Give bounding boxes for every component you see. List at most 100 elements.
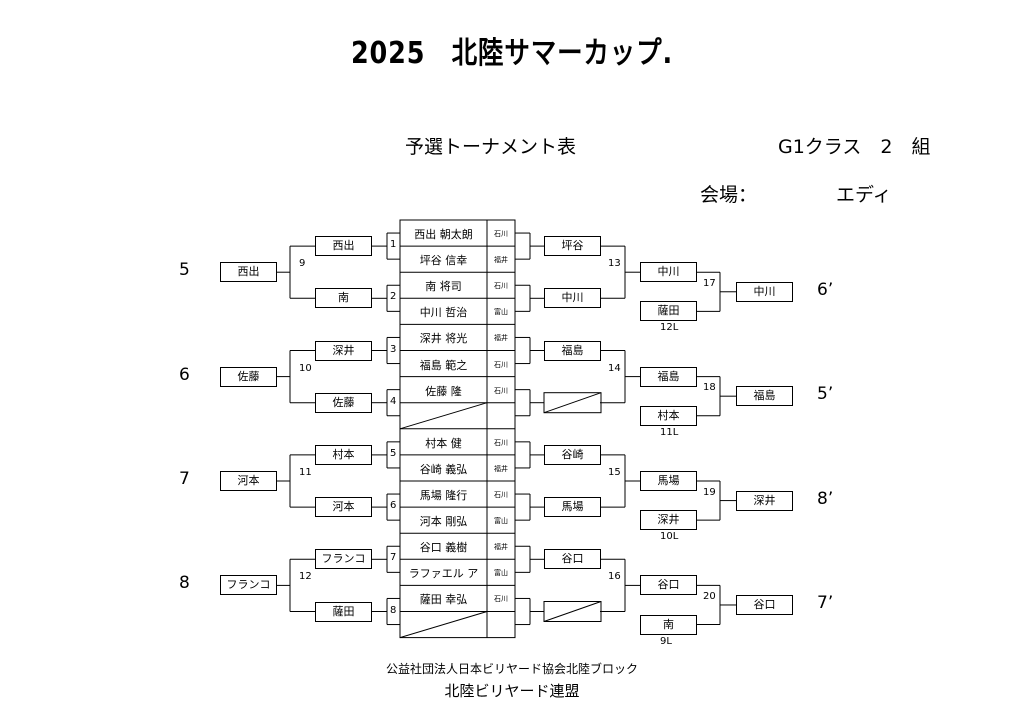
winner-box: 谷口 — [736, 594, 793, 615]
right-round1-box: 福島 — [544, 340, 601, 361]
bye-slash — [399, 611, 488, 639]
match-number: 1 — [390, 239, 397, 251]
left-final-box: 西出 — [220, 262, 277, 283]
loser-source-label: 9L — [660, 635, 672, 647]
left-round1-box: 河本 — [315, 497, 372, 518]
seed-number: 5 — [179, 260, 190, 281]
place-label: 6’ — [817, 279, 834, 300]
left-round1-box: 村本 — [315, 444, 372, 465]
winner-box: 福島 — [736, 386, 793, 407]
player-name: 谷崎 義弘 — [419, 462, 468, 476]
loser-source-label: 12L — [660, 322, 679, 334]
player-prefecture: 石川 — [494, 491, 508, 499]
left-round1-box: 西出 — [315, 236, 372, 257]
player-prefecture: 福井 — [494, 256, 508, 265]
final-match-number: 17 — [703, 277, 716, 289]
place-label: 5’ — [817, 384, 834, 405]
left-round1-box: 薩田 — [315, 601, 372, 622]
left-final-box: フランコ — [220, 575, 277, 596]
player-name: 谷口 義樹 — [419, 541, 468, 555]
venue-label: 会場： — [700, 184, 758, 206]
right-round1-box: 中川 — [544, 288, 601, 309]
player-name: 佐藤 隆 — [425, 384, 462, 398]
match-number: 5 — [390, 447, 397, 459]
loser-box: 村本 — [640, 405, 697, 426]
right-round1-box: 馬場 — [544, 497, 601, 518]
player-name: 福島 範之 — [419, 358, 468, 372]
left-round1-box: 南 — [315, 288, 372, 309]
seed-number: 6 — [179, 364, 190, 385]
left-match-number: 10 — [299, 362, 312, 374]
left-match-number: 11 — [299, 467, 312, 478]
loser-source-label: 10L — [660, 531, 679, 543]
seed-number: 7 — [179, 469, 190, 489]
player-prefecture: 富山 — [494, 517, 508, 526]
subtitle: 予選トーナメント表 — [405, 136, 577, 158]
player-name: 坪谷 信幸 — [419, 254, 468, 268]
right-round1-box: 谷口 — [544, 549, 601, 570]
player-prefecture: 石川 — [494, 595, 508, 604]
player-name: 深井 将光 — [419, 332, 468, 346]
right-semifinal-box: 馬場 — [640, 471, 697, 491]
final-match-number: 19 — [703, 486, 716, 498]
match-number: 7 — [390, 552, 397, 564]
footer-org: 公益社団法人日本ビリヤード協会北陸ブロック — [385, 662, 638, 676]
left-round1-box: フランコ — [315, 549, 372, 570]
player-name: 南 将司 — [425, 280, 462, 294]
player-prefecture: 石川 — [494, 282, 508, 291]
left-match-number: 9 — [299, 258, 306, 270]
loser-source-label: 11L — [660, 426, 679, 438]
player-prefecture: 福井 — [494, 543, 508, 552]
left-final-box: 佐藤 — [220, 366, 277, 387]
left-round1-box: 深井 — [315, 340, 372, 361]
place-label: 7’ — [817, 592, 834, 613]
left-final-box: 河本 — [220, 471, 277, 491]
player-prefecture: 福井 — [494, 464, 508, 473]
class-label: G1クラス 2 組 — [778, 136, 931, 158]
left-match-number: 12 — [299, 571, 312, 583]
bye-slash — [543, 392, 602, 414]
match-number: 3 — [390, 343, 397, 355]
final-match-number: 18 — [703, 382, 716, 394]
player-prefecture: 石川 — [494, 230, 508, 238]
player-prefecture: 富山 — [494, 308, 508, 317]
match-number: 8 — [390, 604, 397, 616]
right-semifinal-box: 中川 — [640, 262, 697, 283]
player-prefecture: 富山 — [494, 569, 508, 578]
player-name: ラファエル ア — [408, 567, 479, 581]
player-name: 西出 朝太朗 — [414, 228, 473, 241]
player-prefecture: 石川 — [494, 386, 508, 395]
player-name: 村本 健 — [425, 436, 462, 450]
place-label: 8’ — [817, 488, 834, 509]
bye-slash — [399, 402, 488, 430]
match-number: 2 — [390, 291, 397, 303]
left-round1-box: 佐藤 — [315, 392, 372, 413]
player-prefecture: 石川 — [494, 438, 508, 447]
page-title: 2025 北陸サマーカップ. — [350, 36, 674, 71]
player-name: 薩田 幸弘 — [419, 593, 468, 607]
player-prefecture: 石川 — [494, 360, 508, 369]
right-semifinal-box: 谷口 — [640, 575, 697, 596]
loser-box: 薩田 — [640, 301, 697, 322]
right-match-number: 13 — [608, 258, 621, 270]
player-name: 馬場 隆行 — [419, 489, 468, 502]
right-semifinal-box: 福島 — [640, 366, 697, 387]
right-match-number: 14 — [608, 362, 621, 374]
loser-box: 深井 — [640, 510, 697, 531]
match-number: 6 — [390, 500, 397, 512]
seed-number: 8 — [179, 573, 190, 594]
winner-box: 深井 — [736, 490, 793, 511]
right-round1-box: 坪谷 — [544, 236, 601, 257]
player-prefecture: 福井 — [494, 334, 508, 343]
winner-box: 中川 — [736, 281, 793, 302]
match-number: 4 — [390, 395, 397, 407]
right-match-number: 15 — [608, 467, 621, 478]
venue-value: エディ — [836, 184, 892, 206]
player-name: 中川 哲治 — [419, 306, 468, 320]
right-round1-box: 谷崎 — [544, 444, 601, 465]
footer-league: 北陸ビリヤード連盟 — [444, 682, 580, 700]
bye-slash — [543, 601, 602, 622]
right-match-number: 16 — [608, 571, 621, 583]
